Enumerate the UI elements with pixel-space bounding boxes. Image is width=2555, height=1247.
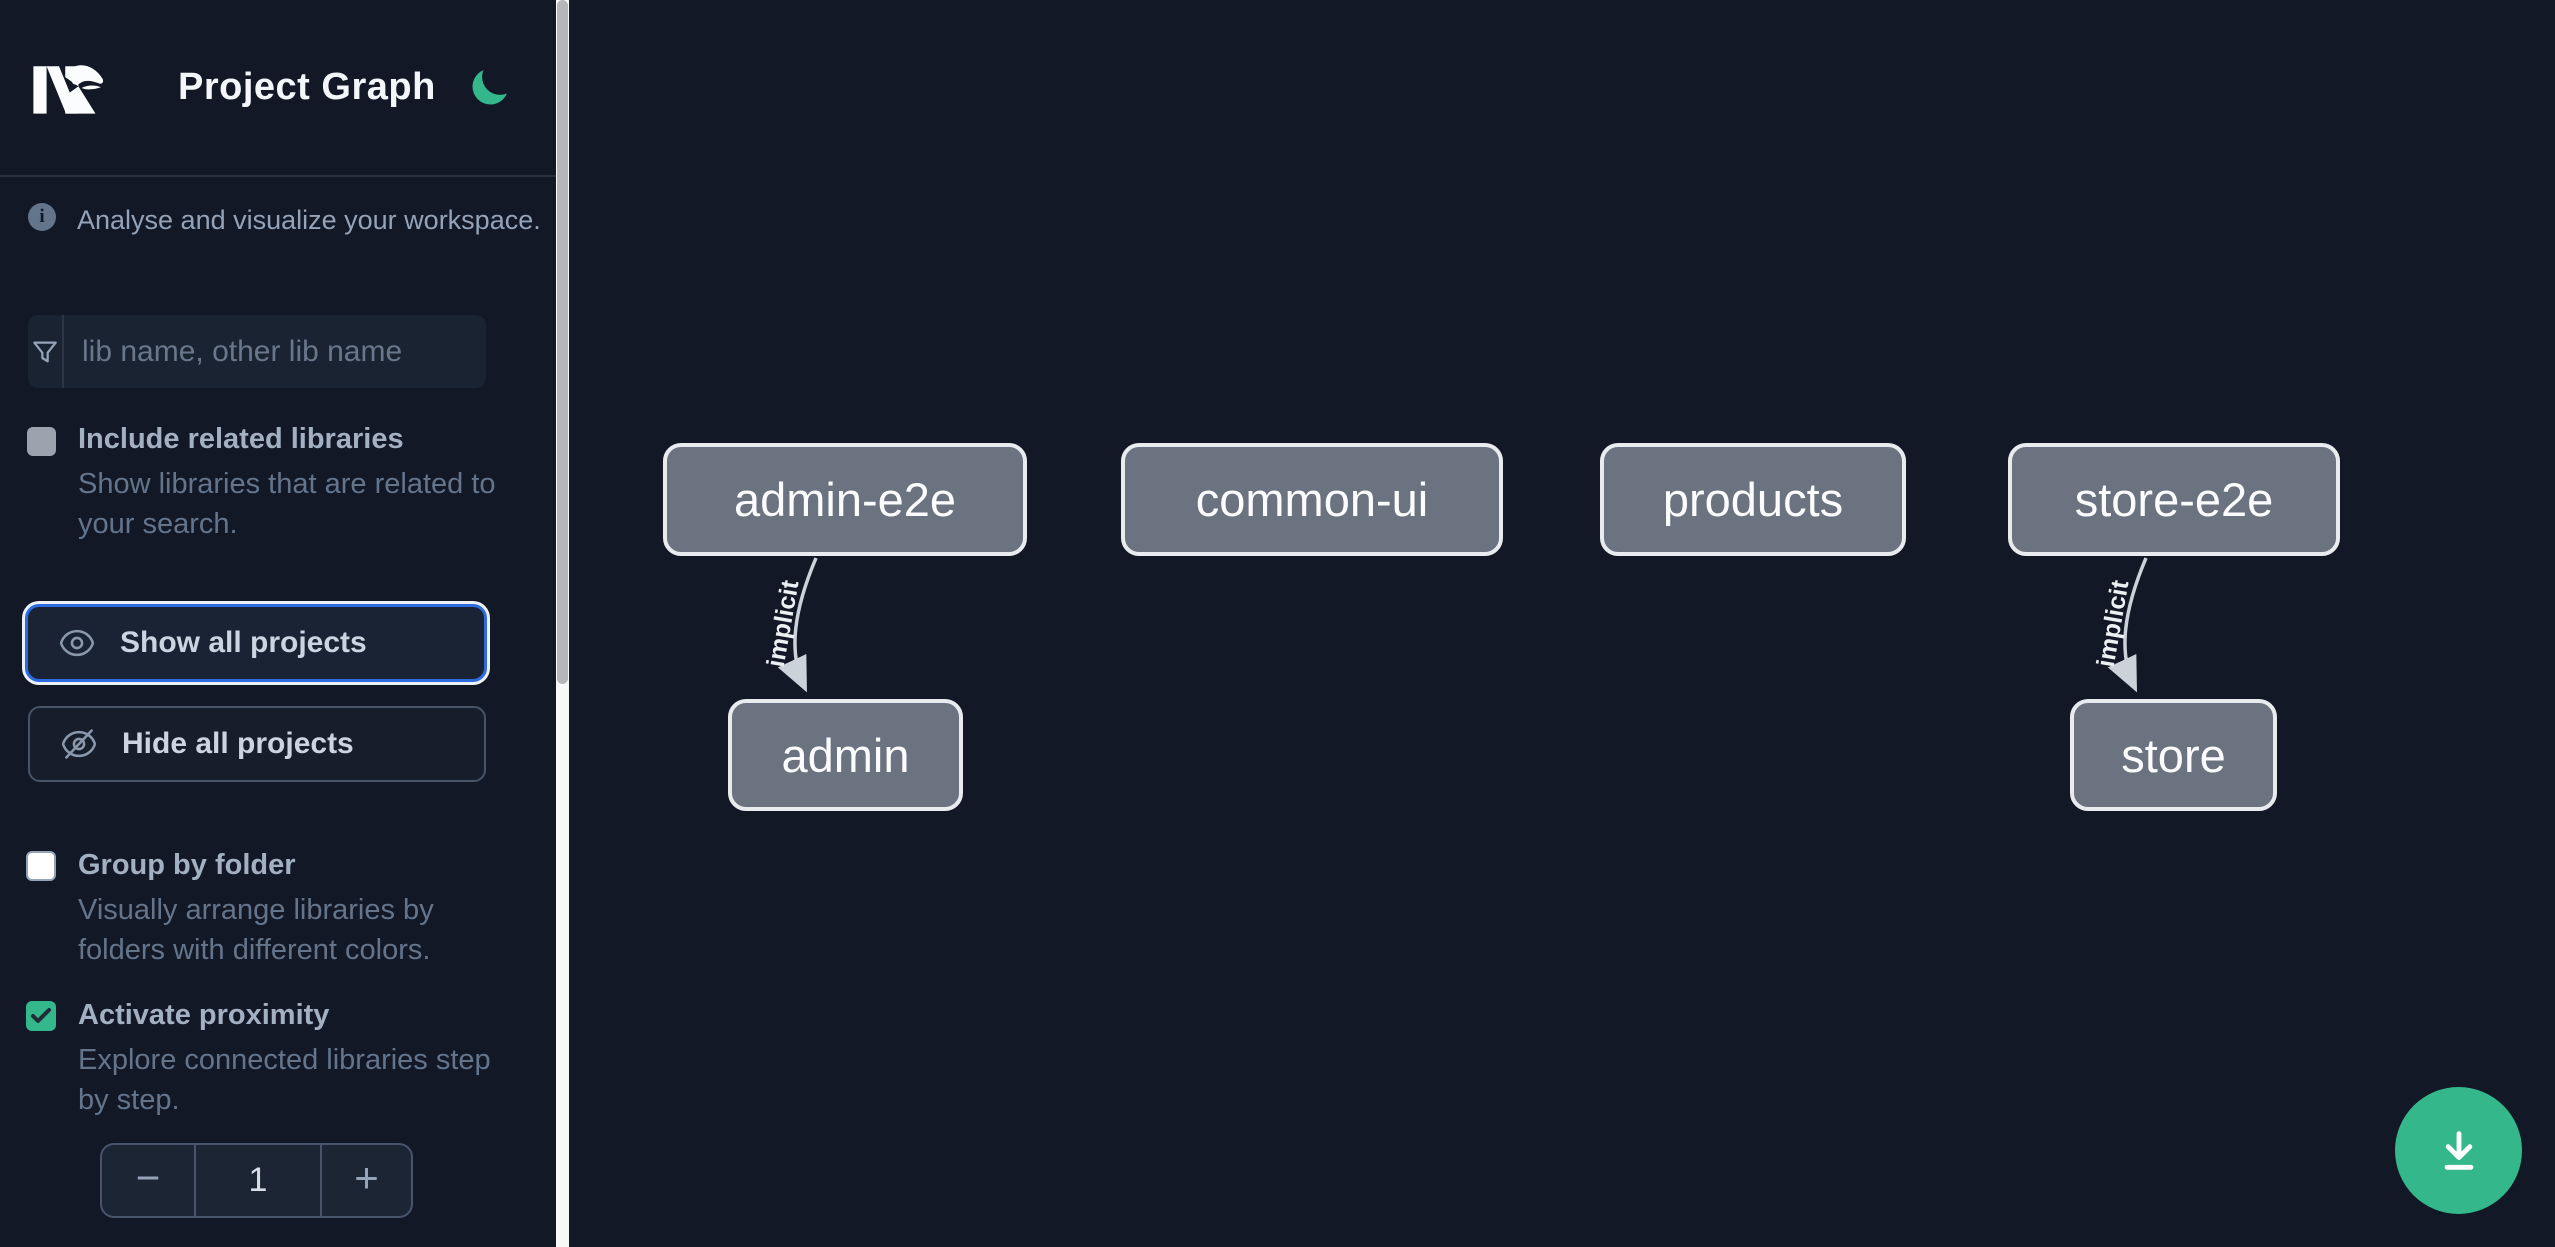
graph-node-store[interactable]: store — [2070, 699, 2277, 811]
group-by-folder-checkbox[interactable] — [26, 851, 56, 881]
graph-node-common-ui[interactable]: common-ui — [1121, 443, 1503, 556]
project-graph-canvas[interactable] — [569, 0, 2555, 1247]
download-icon — [2433, 1125, 2485, 1177]
page-title: Project Graph — [178, 66, 436, 108]
proximity-stepper: − 1 + — [100, 1143, 413, 1218]
sidebar: Project Graph i Analyse and visualize yo… — [0, 0, 556, 1247]
workspace-hint-text: Analyse and visualize your workspace. — [77, 205, 541, 235]
graph-node-admin-e2e[interactable]: admin-e2e — [663, 443, 1027, 556]
group-by-folder-description: Visually arrange libraries by folders wi… — [78, 894, 434, 966]
proximity-value: 1 — [194, 1145, 322, 1216]
info-icon: i — [28, 203, 56, 231]
include-related-label: Include related libraries — [78, 423, 404, 455]
hide-all-projects-label: Hide all projects — [122, 727, 354, 760]
include-related-checkbox[interactable] — [27, 427, 56, 456]
header-divider — [0, 175, 556, 177]
show-all-projects-label: Show all projects — [120, 626, 367, 659]
activate-proximity-checkbox[interactable] — [26, 1001, 56, 1031]
search-box — [28, 315, 486, 388]
filter-icon — [28, 315, 64, 388]
activate-proximity-label: Activate proximity — [78, 999, 330, 1031]
activate-proximity-description: Explore connected libraries step by step… — [78, 1044, 491, 1116]
graph-node-products[interactable]: products — [1600, 443, 1906, 556]
check-icon — [29, 1004, 53, 1028]
moon-icon — [467, 69, 511, 113]
group-by-folder-label: Group by folder — [78, 849, 296, 881]
proximity-decrement-button[interactable]: − — [102, 1145, 194, 1216]
sidebar-scrollbar-thumb[interactable] — [557, 0, 568, 684]
nx-logo — [26, 53, 106, 124]
graph-node-store-e2e[interactable]: store-e2e — [2008, 443, 2340, 556]
eye-icon — [58, 624, 96, 662]
proximity-increment-button[interactable]: + — [322, 1145, 411, 1216]
graph-node-admin[interactable]: admin — [728, 699, 963, 811]
theme-toggle-button[interactable] — [462, 62, 516, 116]
hide-all-projects-button[interactable]: Hide all projects — [28, 706, 486, 782]
download-image-button[interactable] — [2395, 1087, 2522, 1214]
show-all-projects-button[interactable]: Show all projects — [25, 604, 487, 682]
include-related-description: Show libraries that are related to your … — [78, 468, 496, 540]
search-input[interactable] — [64, 315, 486, 388]
eye-slash-icon — [60, 725, 98, 763]
